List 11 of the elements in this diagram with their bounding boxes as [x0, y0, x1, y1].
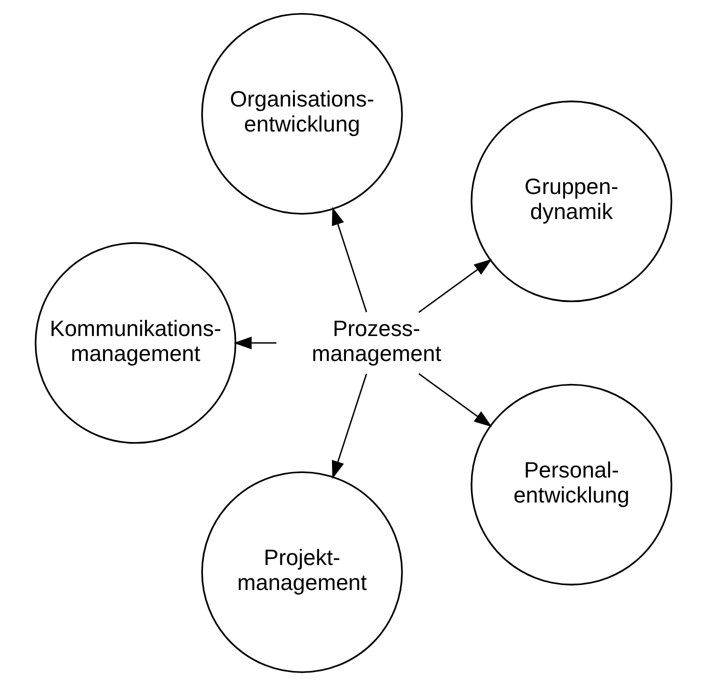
node-circle: Organisations- entwicklung	[201, 13, 403, 215]
arrow	[418, 259, 492, 313]
node-circle: Gruppen- dynamik	[470, 100, 672, 302]
node-text: Prozess- management	[312, 316, 442, 366]
node-circle: Personal- entwicklung	[470, 384, 672, 586]
arrow	[234, 336, 276, 350]
arrow	[332, 207, 368, 312]
arrow	[418, 373, 492, 427]
arrow	[332, 374, 368, 479]
node-circle: Kommunikations- management	[34, 242, 236, 444]
node-circle: Projekt- management	[201, 471, 403, 673]
